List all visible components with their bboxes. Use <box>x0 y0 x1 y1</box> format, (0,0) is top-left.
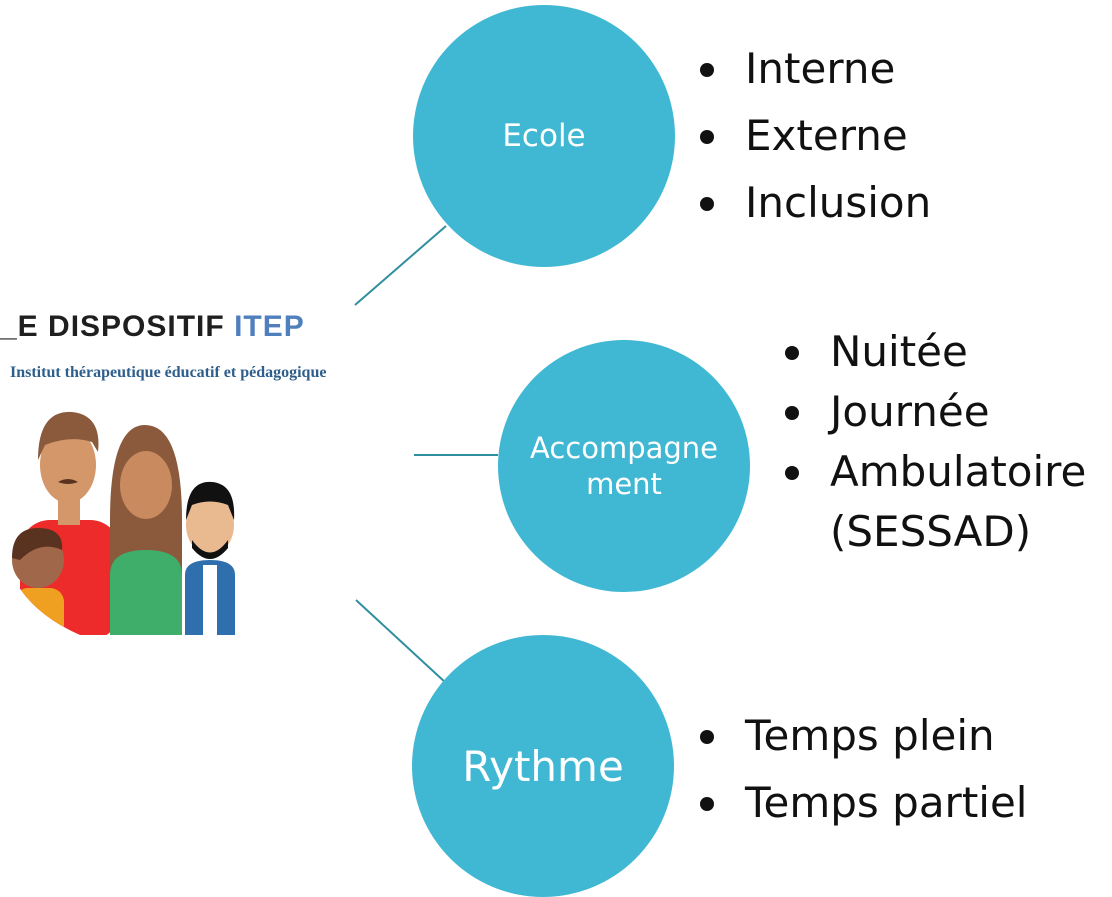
list-item: Interne <box>695 35 931 102</box>
logo-subtitle: Institut thérapeutique éducatif et pédag… <box>10 364 327 381</box>
mother-head <box>120 451 172 519</box>
logo-title: _E DISPOSITIF ITEP <box>0 310 305 344</box>
node-rythme-label: Rythme <box>462 741 624 791</box>
list-item: Journée <box>780 382 1112 442</box>
boy-shirt <box>203 565 217 635</box>
logo-title-prefix: _E DISPOSITIF <box>0 310 235 343</box>
father-mustache <box>58 479 78 484</box>
list-accompagnement: Nuitée Journée Ambulatoire (SESSAD) <box>780 322 1112 562</box>
list-item: Nuitée <box>780 322 1112 382</box>
boy-beard <box>192 540 228 559</box>
father-hair <box>38 411 99 460</box>
list-item: Temps plein <box>695 702 1027 769</box>
node-ecole: Ecole <box>413 5 675 267</box>
connector-rythme <box>355 599 447 684</box>
child-hair <box>12 528 63 560</box>
node-rythme: Rythme <box>412 635 674 897</box>
father-head <box>40 427 96 503</box>
list-item: Temps partiel <box>695 769 1027 836</box>
boy-hair <box>186 481 235 520</box>
child-body <box>14 588 64 635</box>
node-ecole-label: Ecole <box>502 118 586 154</box>
list-ecole: Interne Externe Inclusion <box>695 35 931 236</box>
connector-ecole <box>354 225 447 306</box>
node-accompagnement-label: Accompagnement <box>529 431 719 501</box>
family-illustration <box>12 411 235 635</box>
list-rythme: Temps plein Temps partiel <box>695 702 1027 836</box>
list-item: Externe <box>695 102 931 169</box>
list-item: Ambulatoire (SESSAD) <box>780 442 1112 562</box>
list-item: Inclusion <box>695 169 931 236</box>
boy-head <box>186 495 234 555</box>
mother-body <box>110 550 182 635</box>
node-accompagnement: Accompagnement <box>498 340 750 592</box>
logo-title-highlight: ITEP <box>234 310 305 343</box>
